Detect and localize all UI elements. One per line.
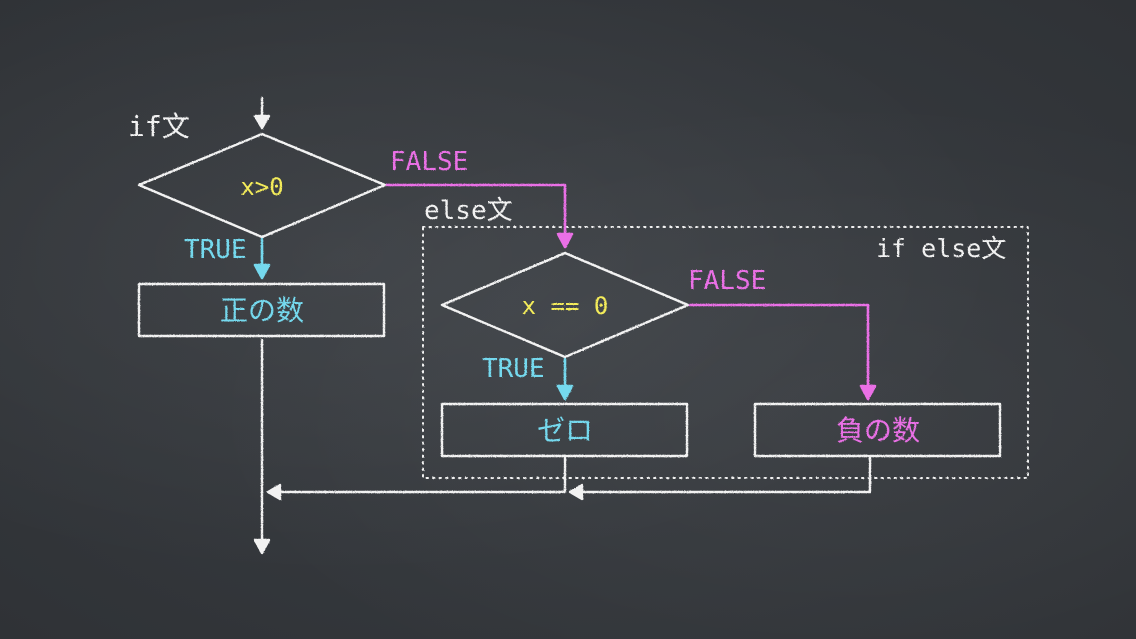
- if-else-statement-label: if else文: [876, 234, 1006, 263]
- true-label-1: TRUE: [184, 235, 247, 265]
- if-else-region: [422, 226, 1029, 479]
- false-arrow-2: [688, 303, 877, 401]
- decision-diamond-2: [440, 251, 690, 359]
- false-label-2: FALSE: [688, 266, 766, 296]
- true-arrow-2: [556, 357, 574, 401]
- false-label-1: FALSE: [390, 147, 468, 177]
- else-statement-label: else文: [424, 196, 513, 226]
- negative-box: [753, 402, 1002, 458]
- true-arrow-1: [253, 237, 271, 280]
- false-arrow-1: [385, 183, 574, 249]
- positive-result-text: 正の数: [220, 294, 304, 327]
- condition-1-text: x>0: [240, 173, 283, 201]
- merge-lines: [253, 338, 872, 555]
- decision-diamond-1: [137, 132, 387, 239]
- positive-box: [137, 282, 386, 338]
- if-statement-label: if文: [128, 110, 190, 143]
- true-label-2: TRUE: [482, 354, 545, 384]
- entry-arrow: [253, 96, 271, 130]
- condition-2-text: x == 0: [522, 292, 609, 320]
- zero-box: [440, 402, 689, 458]
- zero-result-text: ゼロ: [537, 414, 593, 447]
- negative-result-text: 負の数: [836, 414, 920, 447]
